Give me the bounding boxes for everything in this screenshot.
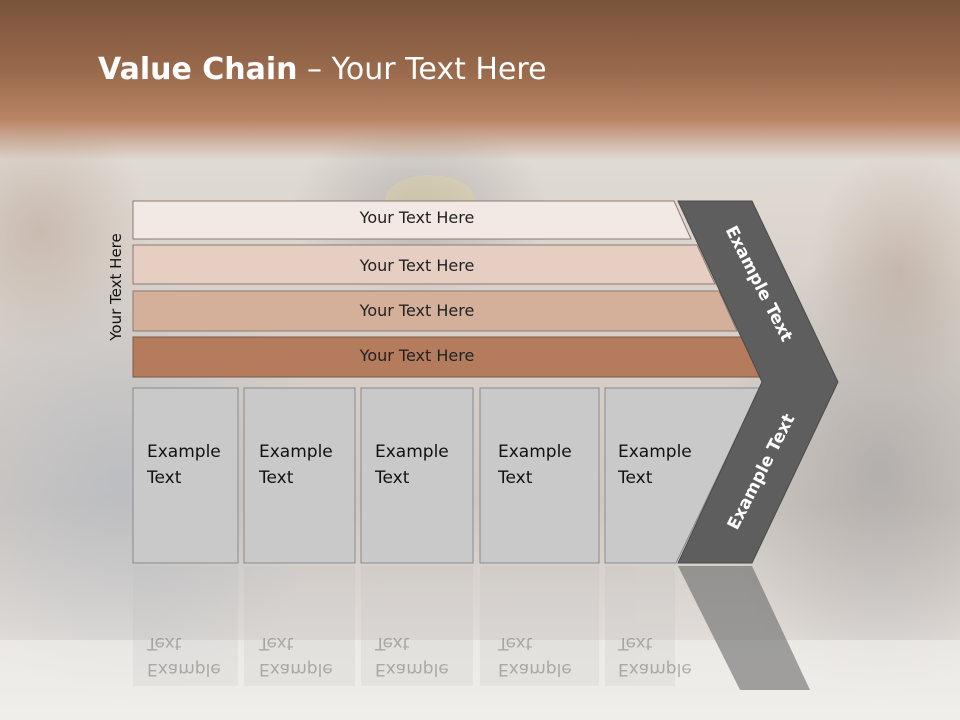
column-label-reflection-1: Example Text (147, 633, 221, 679)
column-label-4: Example Text (498, 442, 572, 488)
column-box-3[interactable] (360, 387, 474, 564)
column-label-3: Example Text (375, 442, 449, 488)
column-label-2: Example Text (259, 442, 333, 488)
column-box-2[interactable] (243, 387, 356, 564)
chevron-reflection (678, 566, 810, 690)
column-box-4[interactable] (479, 387, 600, 564)
column-label-5: Example Text (618, 442, 692, 488)
column-label-reflection-5: Example Text (618, 633, 692, 679)
row-bar-2[interactable] (132, 244, 716, 285)
column-box-5[interactable] (604, 387, 761, 564)
header-band (0, 0, 960, 160)
column-label-reflection-4: Example Text (498, 633, 572, 679)
row-bar-3[interactable] (132, 290, 738, 332)
row-label-4: Your Text Here (359, 346, 475, 365)
row-bar-1[interactable] (132, 200, 692, 240)
column-label-1: Example Text (147, 442, 221, 488)
row-label-1: Your Text Here (359, 208, 475, 227)
column-box-1[interactable] (132, 387, 239, 564)
chevron-arrow[interactable] (677, 200, 839, 564)
reflection (133, 566, 675, 686)
title-bold: Value Chain (98, 52, 298, 87)
row-label-3: Your Text Here (359, 301, 475, 320)
column-label-reflection-3: Example Text (375, 633, 449, 679)
slide-title[interactable]: Value Chain – Your Text Here (98, 52, 547, 87)
title-rest: – Your Text Here (297, 52, 547, 87)
column-label-reflection-2: Example Text (259, 633, 333, 679)
row-label-2: Your Text Here (359, 256, 475, 275)
